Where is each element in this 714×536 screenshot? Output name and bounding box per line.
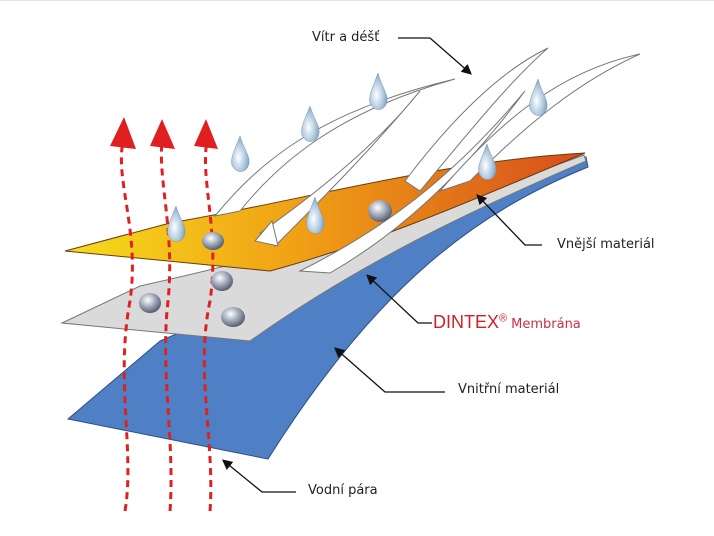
arrowheads: [110, 117, 218, 149]
label-water-vapor: Vodní pára: [308, 483, 378, 498]
label-outer-material: Vnější materiál: [557, 237, 655, 252]
outer-material-layer: [64, 152, 586, 272]
label-membrane: DINTEX®Membrána: [433, 312, 581, 333]
membrane-brand: DINTEX: [433, 312, 500, 332]
label-wind-rain: Vítr a déšť: [312, 30, 380, 45]
leader-lines: [221, 37, 542, 493]
droplets: [139, 200, 392, 327]
rain-drops: [167, 72, 548, 242]
label-inner-material: Vnitřní materiál: [458, 382, 560, 397]
membrane-word: Membrána: [511, 317, 581, 332]
membrane-reg: ®: [499, 312, 508, 325]
water-vapor-arrows: [119, 140, 215, 512]
